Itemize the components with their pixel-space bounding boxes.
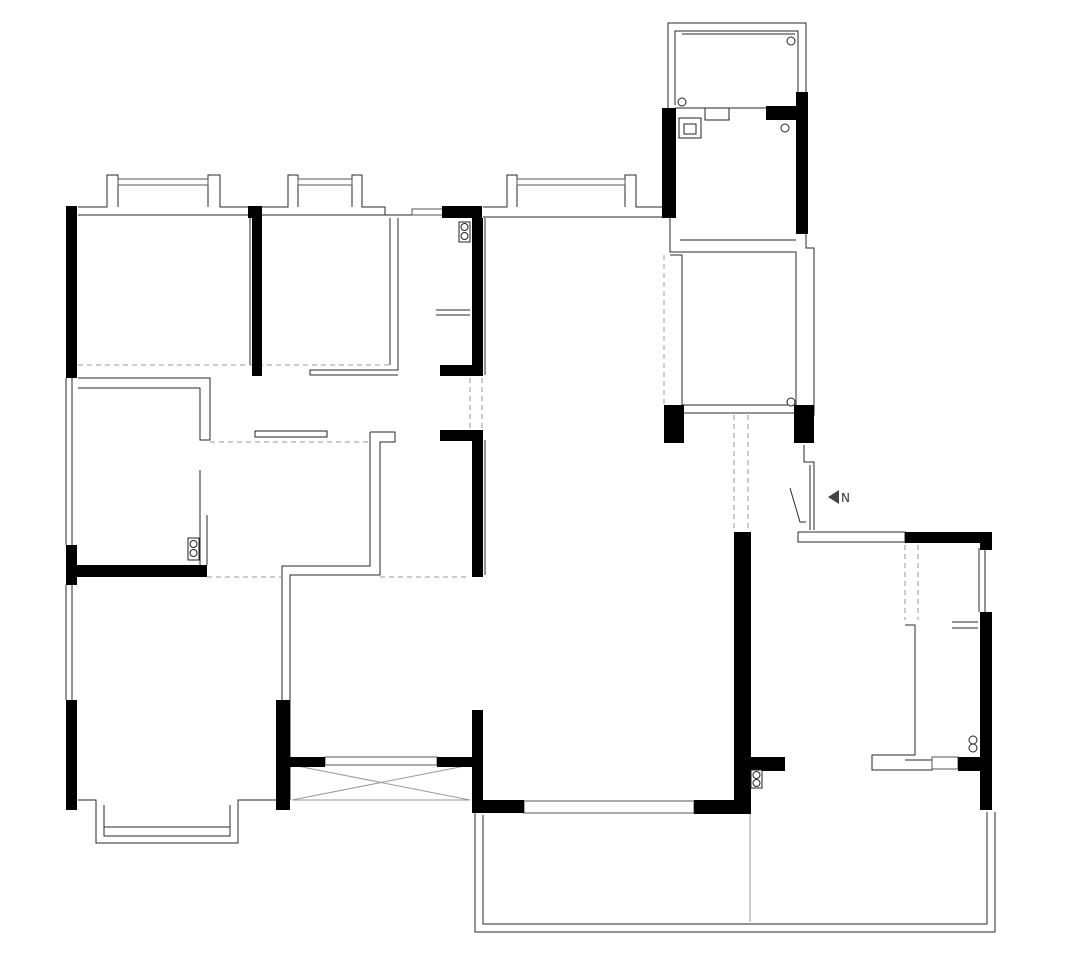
partition-lines <box>65 218 996 933</box>
dashed-thresholds <box>78 255 919 620</box>
structural-walls <box>66 92 992 814</box>
entry-arrow-icon: N <box>828 490 850 505</box>
service-balcony <box>667 22 807 139</box>
top-balcony-bays <box>78 174 662 218</box>
pipe-fixtures <box>187 123 796 789</box>
entry-label: N <box>841 491 850 505</box>
